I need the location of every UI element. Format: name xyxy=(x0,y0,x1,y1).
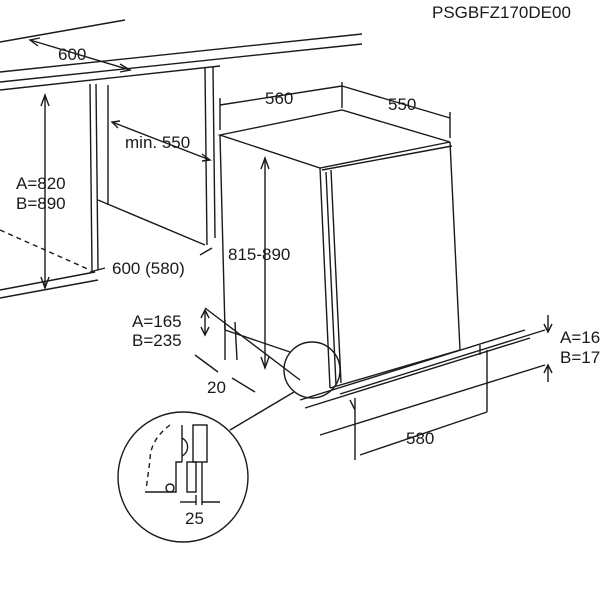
niche-width-label: 600 (580) xyxy=(112,259,185,278)
plinth xyxy=(299,315,553,460)
detail-gap-label: 25 xyxy=(185,509,204,528)
appliance-width-label: 560 xyxy=(265,89,294,108)
plinth-width-label: 580 xyxy=(406,429,435,448)
plinth-a-right-label: A=16 xyxy=(560,328,600,347)
plinth-b-right-label: B=17 xyxy=(560,348,600,367)
plinth-a-left-label: A=165 xyxy=(132,312,182,331)
detail-callout xyxy=(117,341,341,543)
cabinet-width-dimension xyxy=(28,37,132,73)
appliance-dimensions xyxy=(194,82,451,393)
plinth-b-left-label: B=235 xyxy=(132,331,182,350)
side-gap-label: 20 xyxy=(207,378,226,397)
cabinet-panels xyxy=(0,66,216,299)
niche-height-dimension xyxy=(40,92,50,291)
min-depth-label: min. 550 xyxy=(125,133,191,152)
niche-width-dimension xyxy=(89,247,213,273)
appliance-depth-label: 550 xyxy=(388,95,417,114)
countertop xyxy=(0,19,363,91)
cabinet-width-label: 600 xyxy=(58,45,87,64)
niche-height-a-label: A=820 xyxy=(16,174,66,193)
model-code: PSGBFZ170DE00 xyxy=(432,3,571,22)
appliance-body xyxy=(204,109,461,389)
appliance-height-label: 815-890 xyxy=(228,245,291,264)
min-depth-dimension xyxy=(110,120,212,162)
niche-height-b-label: B=890 xyxy=(16,194,66,213)
